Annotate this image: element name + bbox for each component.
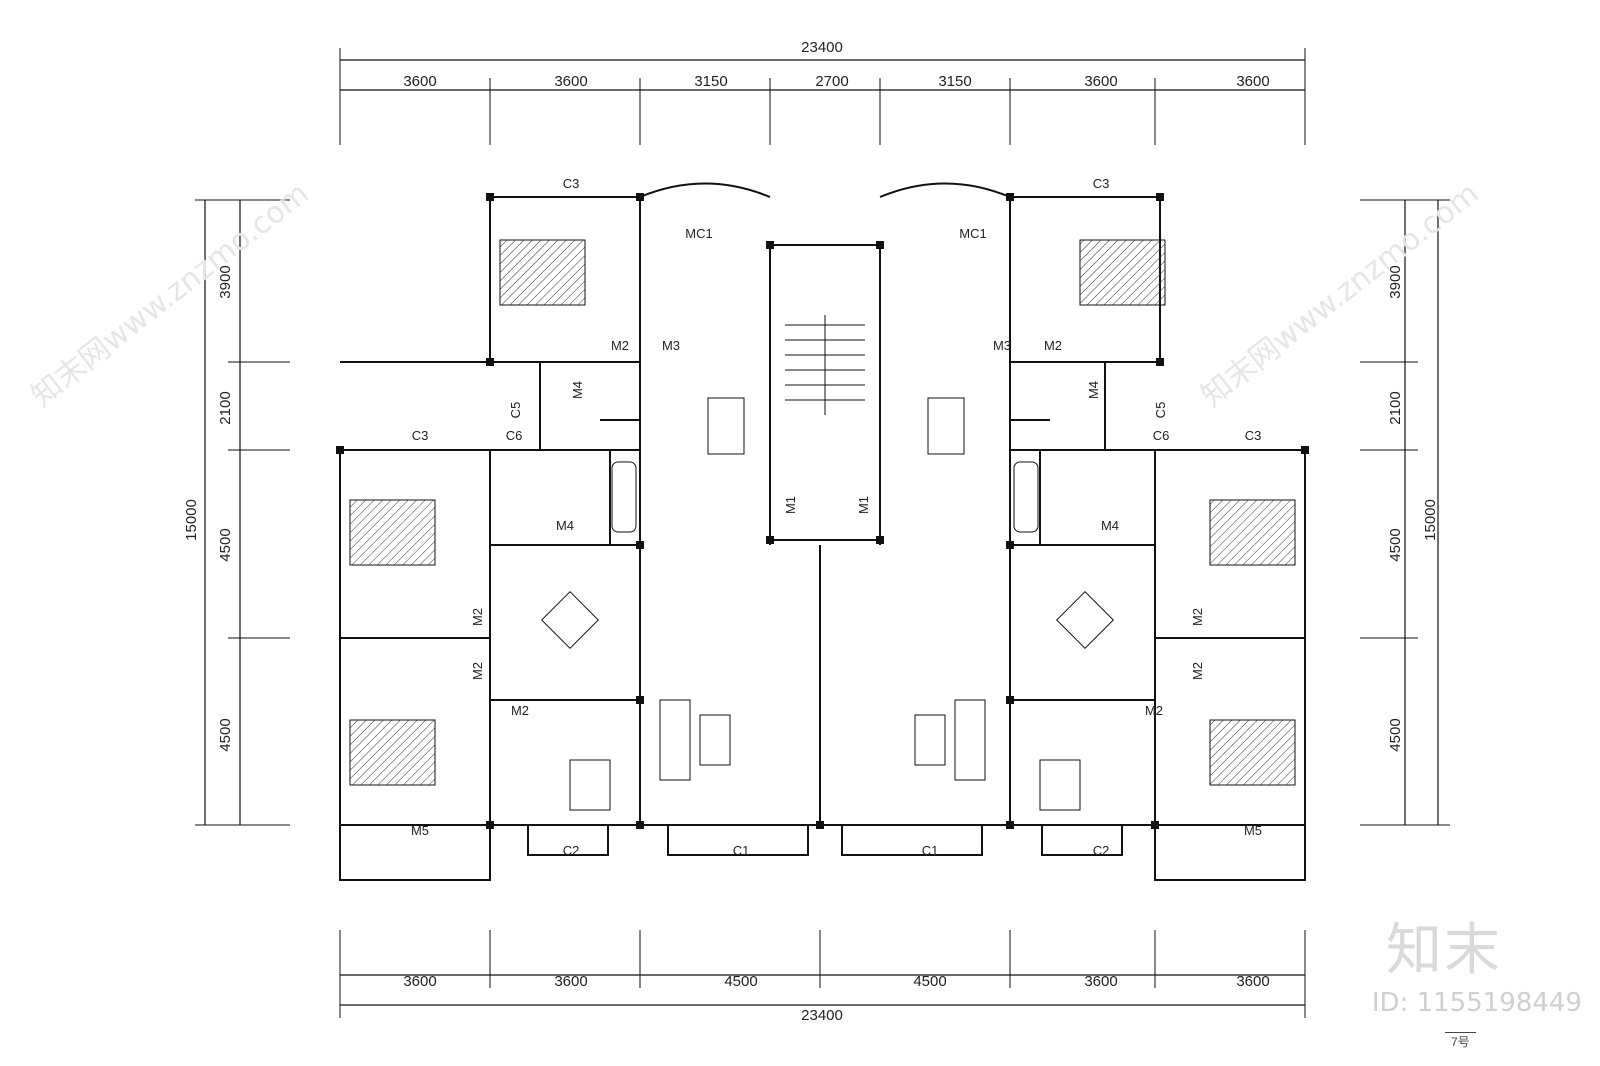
label-c6: C6 — [506, 428, 523, 443]
label-m2: M2 — [1145, 703, 1163, 718]
label-m2: M2 — [470, 608, 485, 626]
label-c1: C1 — [922, 843, 939, 858]
bottom-seg-dim: 3600 — [1084, 973, 1117, 990]
label-m2: M2 — [511, 703, 529, 718]
top-seg-dim: 3600 — [1236, 73, 1269, 90]
top-seg-dim: 3600 — [554, 73, 587, 90]
top-seg-dim: 3600 — [1084, 73, 1117, 90]
label-c5: C5 — [1153, 402, 1168, 419]
label-c6: C6 — [1153, 428, 1170, 443]
bottom-total-dim: 23400 — [801, 1007, 843, 1024]
label-m3: M3 — [662, 338, 680, 353]
top-seg-dim: 3150 — [694, 73, 727, 90]
top-seg-dim: 2700 — [815, 73, 848, 90]
left-total-dim: 15000 — [183, 499, 200, 541]
top-seg-dim: 3150 — [938, 73, 971, 90]
label-c3: C3 — [412, 428, 429, 443]
label-m4: M4 — [570, 381, 585, 399]
watermark-brand: 知末 — [1386, 918, 1502, 983]
label-m3: M3 — [993, 338, 1011, 353]
label-c3: C3 — [1245, 428, 1262, 443]
watermark-id: ID: 1155198449 — [1371, 988, 1582, 1018]
right-total-dim: 15000 — [1422, 499, 1439, 541]
bottom-seg-dim: 4500 — [724, 973, 757, 990]
label-m4: M4 — [556, 518, 574, 533]
label-m4: M4 — [1086, 381, 1101, 399]
label-mc1: MC1 — [685, 226, 712, 241]
left-seg-dim: 4500 — [217, 528, 234, 561]
bottom-seg-dim: 3600 — [1236, 973, 1269, 990]
bottom-seg-dim: 4500 — [913, 973, 946, 990]
label-m4: M4 — [1101, 518, 1119, 533]
right-seg-dim: 4500 — [1387, 718, 1404, 751]
label-c3: C3 — [1093, 176, 1110, 191]
label-m2: M2 — [1044, 338, 1062, 353]
label-mc1: MC1 — [959, 226, 986, 241]
label-c2: C2 — [1093, 843, 1110, 858]
label-m5: M5 — [1244, 823, 1262, 838]
label-c1: C1 — [733, 843, 750, 858]
label-m2: M2 — [470, 662, 485, 680]
top-total-dim: 23400 — [801, 39, 843, 56]
bottom-seg-dim: 3600 — [403, 973, 436, 990]
left-seg-dim: 3900 — [217, 265, 234, 298]
top-seg-dim: 3600 — [403, 73, 436, 90]
label-m5: M5 — [411, 823, 429, 838]
bottom-seg-dim: 3600 — [554, 973, 587, 990]
label-m1: M1 — [783, 496, 798, 514]
label-c2: C2 — [563, 843, 580, 858]
label-m2: M2 — [1190, 608, 1205, 626]
right-seg-dim: 2100 — [1387, 391, 1404, 424]
left-seg-dim: 4500 — [217, 718, 234, 751]
label-m2: M2 — [1190, 662, 1205, 680]
label-c3: C3 — [563, 176, 580, 191]
label-c5: C5 — [508, 402, 523, 419]
page-tag: 7号 — [1445, 1032, 1476, 1050]
label-m1: M1 — [856, 496, 871, 514]
label-m2: M2 — [611, 338, 629, 353]
right-seg-dim: 4500 — [1387, 528, 1404, 561]
left-seg-dim: 2100 — [217, 391, 234, 424]
right-seg-dim: 3900 — [1387, 265, 1404, 298]
